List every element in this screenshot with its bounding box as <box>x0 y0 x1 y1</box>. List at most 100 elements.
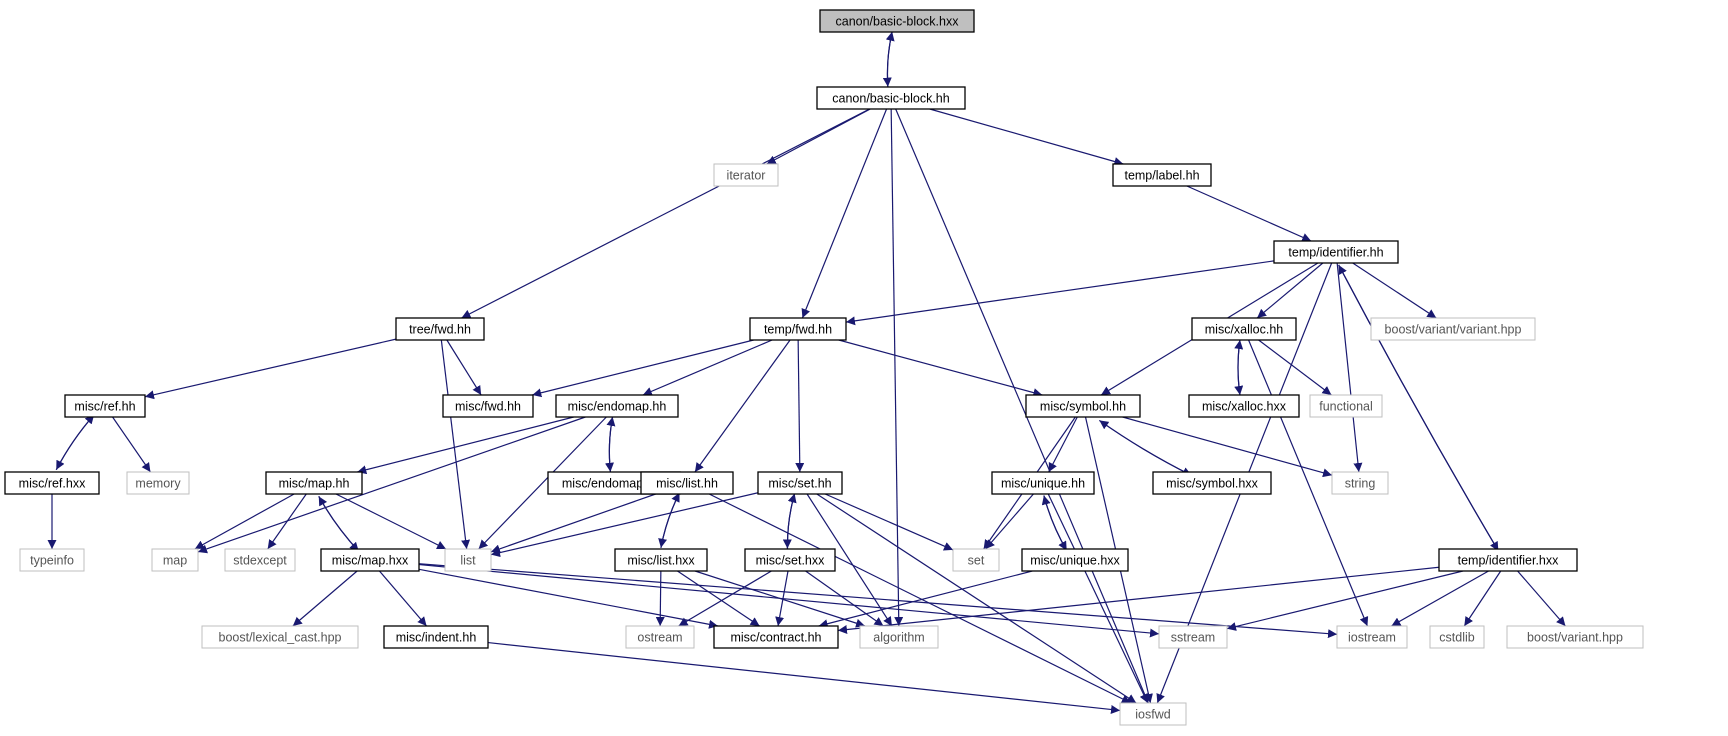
edge-misc-map-hxx-to-boost-lexical-cast-hpp <box>292 570 358 627</box>
node-misc-indent-hh[interactable]: misc/indent.hh <box>383 625 489 649</box>
node-canon-basic-block-hh[interactable]: canon/basic-block.hh <box>816 86 966 110</box>
node-box <box>749 317 847 341</box>
node-label: misc/contract.hh <box>730 631 821 645</box>
node-box <box>19 548 85 572</box>
node-label: sstream <box>1171 631 1215 645</box>
node-box <box>1506 625 1644 649</box>
edge-misc-ref-hxx-to-misc-ref-hh <box>55 414 95 471</box>
node-label: boost/variant/variant.hpp <box>1385 323 1522 337</box>
edge-misc-set-hxx-to-misc-set-hh <box>786 493 797 549</box>
node-tree-fwd-hh[interactable]: tree/fwd.hh <box>395 317 485 341</box>
node-misc-contract-hh[interactable]: misc/contract.hh <box>713 625 839 649</box>
node-label: misc/set.hxx <box>756 554 826 568</box>
node-algorithm: algorithm <box>859 625 939 649</box>
edge-misc-symbol-hh-to-misc-symbol-hxx <box>1099 419 1192 476</box>
node-temp-identifier-hxx[interactable]: temp/identifier.hxx <box>1438 548 1578 572</box>
node-label: misc/symbol.hxx <box>1166 477 1258 491</box>
edge-temp-identifier-hxx-to-boost-variant-hpp <box>1517 570 1566 627</box>
node-temp-label-hh[interactable]: temp/label.hh <box>1112 163 1212 187</box>
edge-misc-unique-hh-to-iosfwd <box>1047 493 1149 704</box>
edge-misc-indent-hh-to-iosfwd <box>487 641 1121 714</box>
edge-misc-list-hxx-to-misc-contract-hh <box>677 570 760 627</box>
node-misc-ref-hh[interactable]: misc/ref.hh <box>64 394 146 418</box>
node-box <box>744 548 836 572</box>
edge-misc-map-hh-to-list <box>335 493 447 550</box>
node-label: temp/identifier.hh <box>1288 246 1383 260</box>
node-label: misc/unique.hxx <box>1030 554 1120 568</box>
edge-misc-list-hxx-to-ostream <box>655 570 665 627</box>
node-misc-unique-hh[interactable]: misc/unique.hh <box>991 471 1095 495</box>
node-label: map <box>163 554 187 568</box>
node-boost-variant-hpp: boost/variant.hpp <box>1506 625 1644 649</box>
node-temp-fwd-hh[interactable]: temp/fwd.hh <box>749 317 847 341</box>
edge-temp-label-hh-to-temp-identifier-hh <box>1186 185 1312 242</box>
node-misc-fwd-hh[interactable]: misc/fwd.hh <box>442 394 534 418</box>
node-label: misc/list.hxx <box>627 554 695 568</box>
node-label: iterator <box>727 169 766 183</box>
node-label: misc/endomap.hh <box>568 400 667 414</box>
edge-misc-map-hh-to-misc-map-hxx <box>318 496 360 552</box>
node-misc-map-hh[interactable]: misc/map.hh <box>265 471 363 495</box>
node-label: list <box>460 554 476 568</box>
edge-canon-basic-block-hh-to-algorithm <box>890 108 904 627</box>
node-box <box>1336 625 1408 649</box>
node-temp-identifier-hh[interactable]: temp/identifier.hh <box>1273 240 1399 264</box>
node-label: set <box>968 554 985 568</box>
edge-misc-map-hxx-to-misc-contract-hh <box>418 568 719 629</box>
node-box <box>1188 394 1300 418</box>
edge-misc-set-hxx-to-ostream <box>678 570 772 627</box>
node-misc-endomap-hh[interactable]: misc/endomap.hh <box>555 394 679 418</box>
node-box <box>395 317 485 341</box>
node-box <box>151 548 199 572</box>
edge-misc-map-hxx-to-sstream <box>418 563 1160 638</box>
edge-tree-fwd-hh-to-misc-ref-hh <box>144 338 397 400</box>
node-box <box>383 625 489 649</box>
dependency-edges <box>47 31 1566 714</box>
edge-misc-map-hh-to-map <box>194 493 295 550</box>
edge-canon-basic-block-hh-to-temp-label-hh <box>929 108 1124 166</box>
edge-temp-identifier-hh-to-misc-xalloc-hh <box>1256 262 1324 319</box>
edge-misc-symbol-hxx-to-misc-symbol-hh <box>1099 419 1192 476</box>
node-box <box>1370 317 1536 341</box>
node-typeinfo: typeinfo <box>19 548 85 572</box>
node-misc-ref-hxx[interactable]: misc/ref.hxx <box>4 471 100 495</box>
node-label: temp/label.hh <box>1124 169 1199 183</box>
node-misc-xalloc-hh[interactable]: misc/xalloc.hh <box>1191 317 1297 341</box>
node-misc-set-hh[interactable]: misc/set.hh <box>757 471 843 495</box>
edge-misc-endomap-hxx-to-misc-endomap-hh <box>606 416 616 472</box>
node-iosfwd: iosfwd <box>1119 702 1187 726</box>
node-label: cstdlib <box>1439 631 1474 645</box>
edge-canon-basic-block-hh-to-temp-fwd-hh <box>801 108 888 319</box>
node-label: misc/list.hh <box>656 477 718 491</box>
edge-misc-list-hh-to-iosfwd <box>708 493 1132 704</box>
edge-temp-identifier-hh-to-temp-fwd-hh <box>845 260 1275 326</box>
node-misc-symbol-hh[interactable]: misc/symbol.hh <box>1025 394 1141 418</box>
node-misc-map-hxx[interactable]: misc/map.hxx <box>320 548 420 572</box>
node-memory: memory <box>126 471 190 495</box>
node-label: misc/indent.hh <box>396 631 477 645</box>
edge-temp-identifier-hxx-to-sstream <box>1226 570 1464 631</box>
node-misc-symbol-hxx[interactable]: misc/symbol.hxx <box>1152 471 1272 495</box>
node-box <box>224 548 296 572</box>
node-canon-basic-block-hxx[interactable]: canon/basic-block.hxx <box>819 9 975 33</box>
node-misc-list-hh[interactable]: misc/list.hh <box>640 471 734 495</box>
node-misc-list-hxx[interactable]: misc/list.hxx <box>614 548 708 572</box>
node-box <box>640 471 734 495</box>
node-functional: functional <box>1309 394 1383 418</box>
node-ostream: ostream <box>625 625 695 649</box>
node-box <box>625 625 695 649</box>
edge-misc-xalloc-hh-to-iostream <box>1248 339 1369 627</box>
node-label: misc/xalloc.hxx <box>1202 400 1287 414</box>
node-misc-xalloc-hxx[interactable]: misc/xalloc.hxx <box>1188 394 1300 418</box>
edge-temp-identifier-hxx-to-cstdlib <box>1463 570 1502 627</box>
node-label: string <box>1345 477 1376 491</box>
edge-misc-set-hh-to-list <box>490 492 759 558</box>
node-box <box>713 625 839 649</box>
edge-misc-unique-hxx-to-misc-unique-hh <box>1041 495 1068 551</box>
node-misc-set-hxx[interactable]: misc/set.hxx <box>744 548 836 572</box>
node-box <box>64 394 146 418</box>
edge-misc-set-hh-to-set <box>824 493 954 551</box>
node-label: misc/symbol.hh <box>1040 400 1126 414</box>
node-misc-unique-hxx[interactable]: misc/unique.hxx <box>1021 548 1129 572</box>
edge-temp-fwd-hh-to-misc-symbol-hh <box>838 339 1043 397</box>
